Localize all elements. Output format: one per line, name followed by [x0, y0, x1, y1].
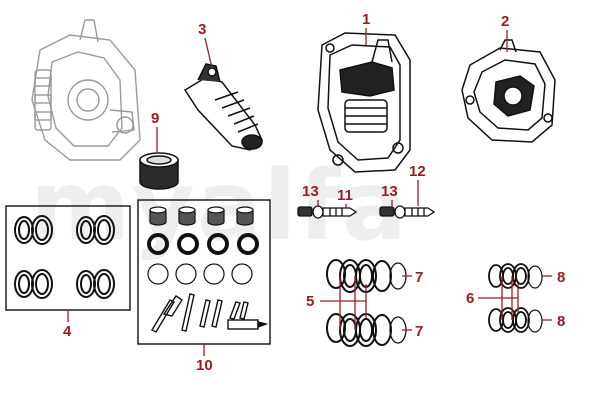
ghost-caliper-drawing	[31, 19, 141, 161]
callout-large-seal-ring-lower: 7	[415, 323, 424, 340]
kit-10-pins-and-clips	[151, 293, 269, 333]
piston-drawing	[139, 152, 179, 190]
callout-bleed-screw: 11	[337, 187, 353, 204]
callout-wheel-cylinder: 3	[198, 21, 207, 38]
rear-caliper-drawing	[461, 39, 556, 143]
kit-10-seals	[147, 233, 259, 285]
callout-bleed-screw-cap-a: 13	[302, 183, 319, 200]
seal-set-5-drawing	[326, 259, 407, 347]
callout-bleed-screw-alt: 12	[409, 163, 426, 180]
kit-4-seals	[14, 215, 115, 299]
bleed-screw-right-drawing	[379, 205, 436, 219]
callout-front-brake-caliper: 1	[362, 11, 371, 28]
kit-10-pistons	[149, 206, 254, 226]
callout-piston-seal-set-small: 6	[466, 290, 475, 307]
seal-set-6-drawing	[488, 263, 543, 333]
callout-caliper-seal-kit-4: 4	[63, 323, 72, 340]
callout-large-seal-ring-upper: 7	[415, 269, 424, 286]
callout-small-seal-ring-lower: 8	[557, 313, 566, 330]
bleed-screw-left-drawing	[297, 205, 358, 219]
callout-bleed-screw-cap-b: 13	[381, 183, 398, 200]
callout-complete-repair-kit: 10	[196, 357, 213, 374]
front-caliper-drawing	[317, 32, 411, 173]
leader-lines	[67, 28, 552, 356]
callout-rear-brake-caliper: 2	[501, 13, 510, 30]
callout-small-seal-ring-upper: 8	[557, 269, 566, 286]
callout-piston: 9	[151, 110, 160, 127]
wheel-cylinder-drawing	[183, 63, 263, 151]
callout-piston-seal-set: 5	[306, 293, 315, 310]
